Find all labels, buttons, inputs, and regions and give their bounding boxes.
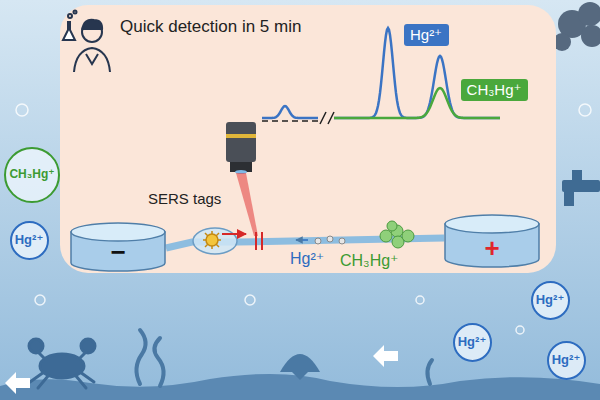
label-holder: CH₃Hg⁺ (340, 252, 399, 270)
objective-lens (226, 122, 256, 174)
detection-chamber (193, 228, 237, 254)
scientist-icon (63, 11, 110, 73)
seaweed (136, 330, 145, 384)
scientist-icon (74, 48, 110, 72)
crab (38, 352, 44, 358)
smoke-cloud (553, 2, 600, 51)
water-tap (562, 180, 600, 192)
laser-beam (236, 173, 258, 236)
sers-label: SERS tags (148, 190, 221, 207)
channel-ion-label: Hg²⁺ (290, 250, 324, 268)
shell (292, 372, 308, 380)
methylmercury-cluster (380, 230, 392, 242)
panel-title: Quick detection in 5 min (120, 17, 301, 37)
sers-tag-particle (203, 231, 221, 249)
flow-arrow (5, 345, 398, 394)
ion-label: Hg²⁺ (15, 233, 44, 248)
ion-bubble: Hg²⁺ (10, 221, 49, 260)
mercury-particle (339, 238, 345, 244)
sers-tag-particle (205, 233, 219, 247)
ion-label: Hg²⁺ (552, 353, 581, 368)
flow-arrow (5, 372, 30, 394)
ion-bubble: Hg²⁺ (547, 341, 586, 380)
seaweed (136, 330, 432, 386)
mercury-particle (315, 238, 321, 244)
crab (40, 354, 84, 378)
scene-panel: Quick detection in 5 minHg²⁺CH₃Hg⁺−+ (60, 5, 556, 273)
species-label: CH₃Hg⁺ (467, 81, 522, 98)
channel-ion-label: CH₃Hg⁺ (340, 252, 399, 270)
ion-bubble: Hg²⁺ (531, 281, 570, 320)
seaweed (427, 360, 432, 384)
detection-line (256, 232, 262, 250)
crab (81, 339, 95, 353)
anode-reservoir: + (444, 214, 540, 268)
raman-spectrum (262, 28, 500, 124)
crab (29, 339, 43, 353)
ion-bubble: CH₃Hg⁺ (4, 147, 60, 203)
bubble (16, 104, 28, 116)
ion-bubble: Hg²⁺ (453, 323, 492, 362)
scientist-icon (74, 11, 77, 14)
crab (38, 376, 48, 388)
bubble (516, 326, 524, 334)
shell (280, 354, 320, 380)
cathode-reservoir: − (70, 222, 166, 272)
scientist-icon (82, 20, 102, 30)
crab (30, 372, 44, 382)
electrode-sign: − (110, 238, 125, 268)
seaweed (154, 338, 163, 386)
methylmercury-cluster (387, 221, 397, 231)
scientist-icon (68, 14, 72, 18)
smoke-cloud (581, 25, 600, 47)
sers-tag-particle (206, 234, 218, 246)
crab (80, 372, 94, 382)
ion-label: Hg²⁺ (536, 293, 565, 308)
bubble (35, 295, 45, 305)
objective-lens (226, 134, 256, 138)
detection-line (261, 232, 263, 250)
axis-break (320, 112, 334, 124)
migration-arrow (296, 239, 308, 241)
species-label: Hg²⁺ (410, 26, 442, 43)
crab (76, 376, 86, 388)
objective-lens (226, 122, 256, 162)
sers-tag-particle (205, 233, 219, 247)
label-holder: SERS tags (148, 190, 221, 208)
label-holder: Hg²⁺ (290, 250, 324, 268)
methylmercury-cluster (402, 230, 414, 242)
bubble (245, 295, 255, 305)
water-tap (564, 192, 574, 206)
spectrum-tag: CH₃Hg⁺ (461, 79, 528, 101)
mercury-particle (327, 236, 333, 242)
scientist-icon (86, 54, 98, 64)
water-tap (572, 170, 582, 180)
methylmercury-cluster (380, 221, 414, 248)
smoke-cloud (578, 2, 600, 26)
detection-line (255, 232, 257, 250)
mercury-particle (315, 236, 345, 244)
scientist-icon (63, 22, 75, 40)
spectrum-trace (262, 106, 318, 118)
ion-label: Hg²⁺ (458, 335, 487, 350)
panel-ground (60, 5, 556, 273)
electrode-sign: + (484, 234, 499, 264)
flow-arrow (373, 345, 398, 367)
baseline (262, 120, 318, 122)
crab (80, 352, 86, 358)
shell (280, 354, 320, 372)
bubble (416, 296, 424, 304)
bubble (579, 104, 591, 116)
reservoir-top (445, 215, 539, 233)
crab (29, 339, 95, 388)
flow-arrow-red (222, 233, 246, 235)
ion-label: CH₃Hg⁺ (9, 168, 54, 182)
spectrum-tag: Hg²⁺ (404, 24, 449, 46)
water-tap (562, 170, 600, 206)
